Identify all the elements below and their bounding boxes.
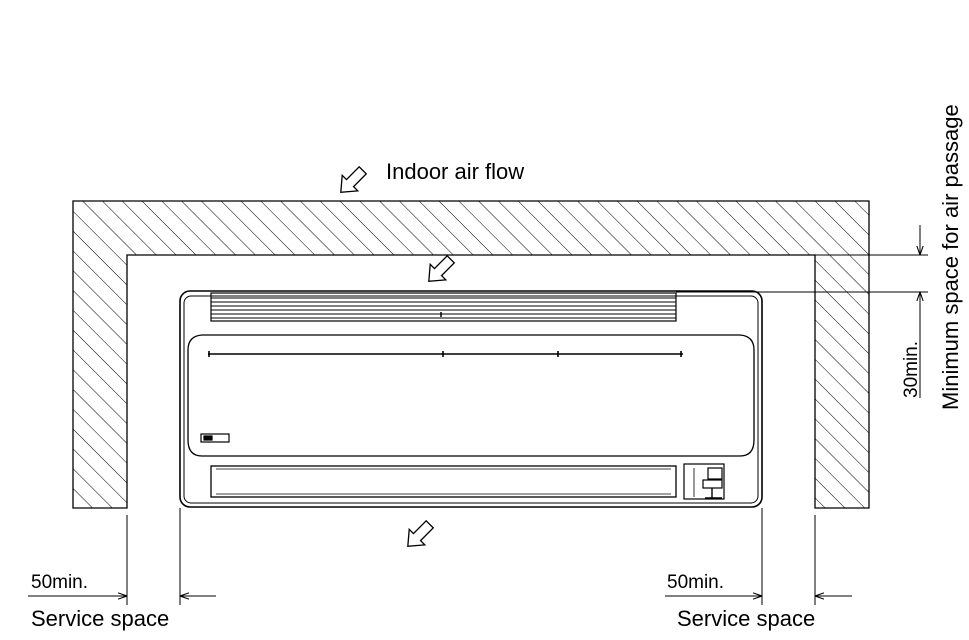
unit-outer-body bbox=[179, 290, 763, 508]
discharge-outlet bbox=[210, 465, 677, 498]
left-clearance-value: 50min. bbox=[31, 572, 88, 593]
intake-arrow-icon bbox=[420, 250, 460, 290]
intake-grille-slats bbox=[211, 297, 676, 319]
right-clearance-value: 50min. bbox=[667, 572, 724, 593]
brand-badge-icon bbox=[200, 433, 230, 443]
right-service-space-label: Service space bbox=[677, 606, 815, 631]
control-box bbox=[683, 463, 725, 500]
discharge-arrow-icon bbox=[399, 515, 439, 555]
panel-seam-marks bbox=[208, 351, 682, 357]
top-clearance-value: 30min. bbox=[901, 341, 922, 398]
right-service-dimension bbox=[665, 508, 852, 605]
left-service-dimension bbox=[28, 508, 216, 605]
intake-grille bbox=[210, 292, 677, 322]
indoor-air-flow-arrow-icon bbox=[332, 161, 372, 201]
indoor-air-flow-label: Indoor air flow bbox=[386, 159, 524, 184]
indoor-unit bbox=[179, 290, 763, 508]
left-service-space-label: Service space bbox=[31, 606, 169, 631]
front-panel bbox=[187, 334, 755, 457]
unit-inner-body bbox=[183, 295, 759, 504]
min-space-air-passage-label: Minimum space for air passage bbox=[938, 104, 963, 410]
top-clearance-dimension bbox=[676, 225, 928, 398]
